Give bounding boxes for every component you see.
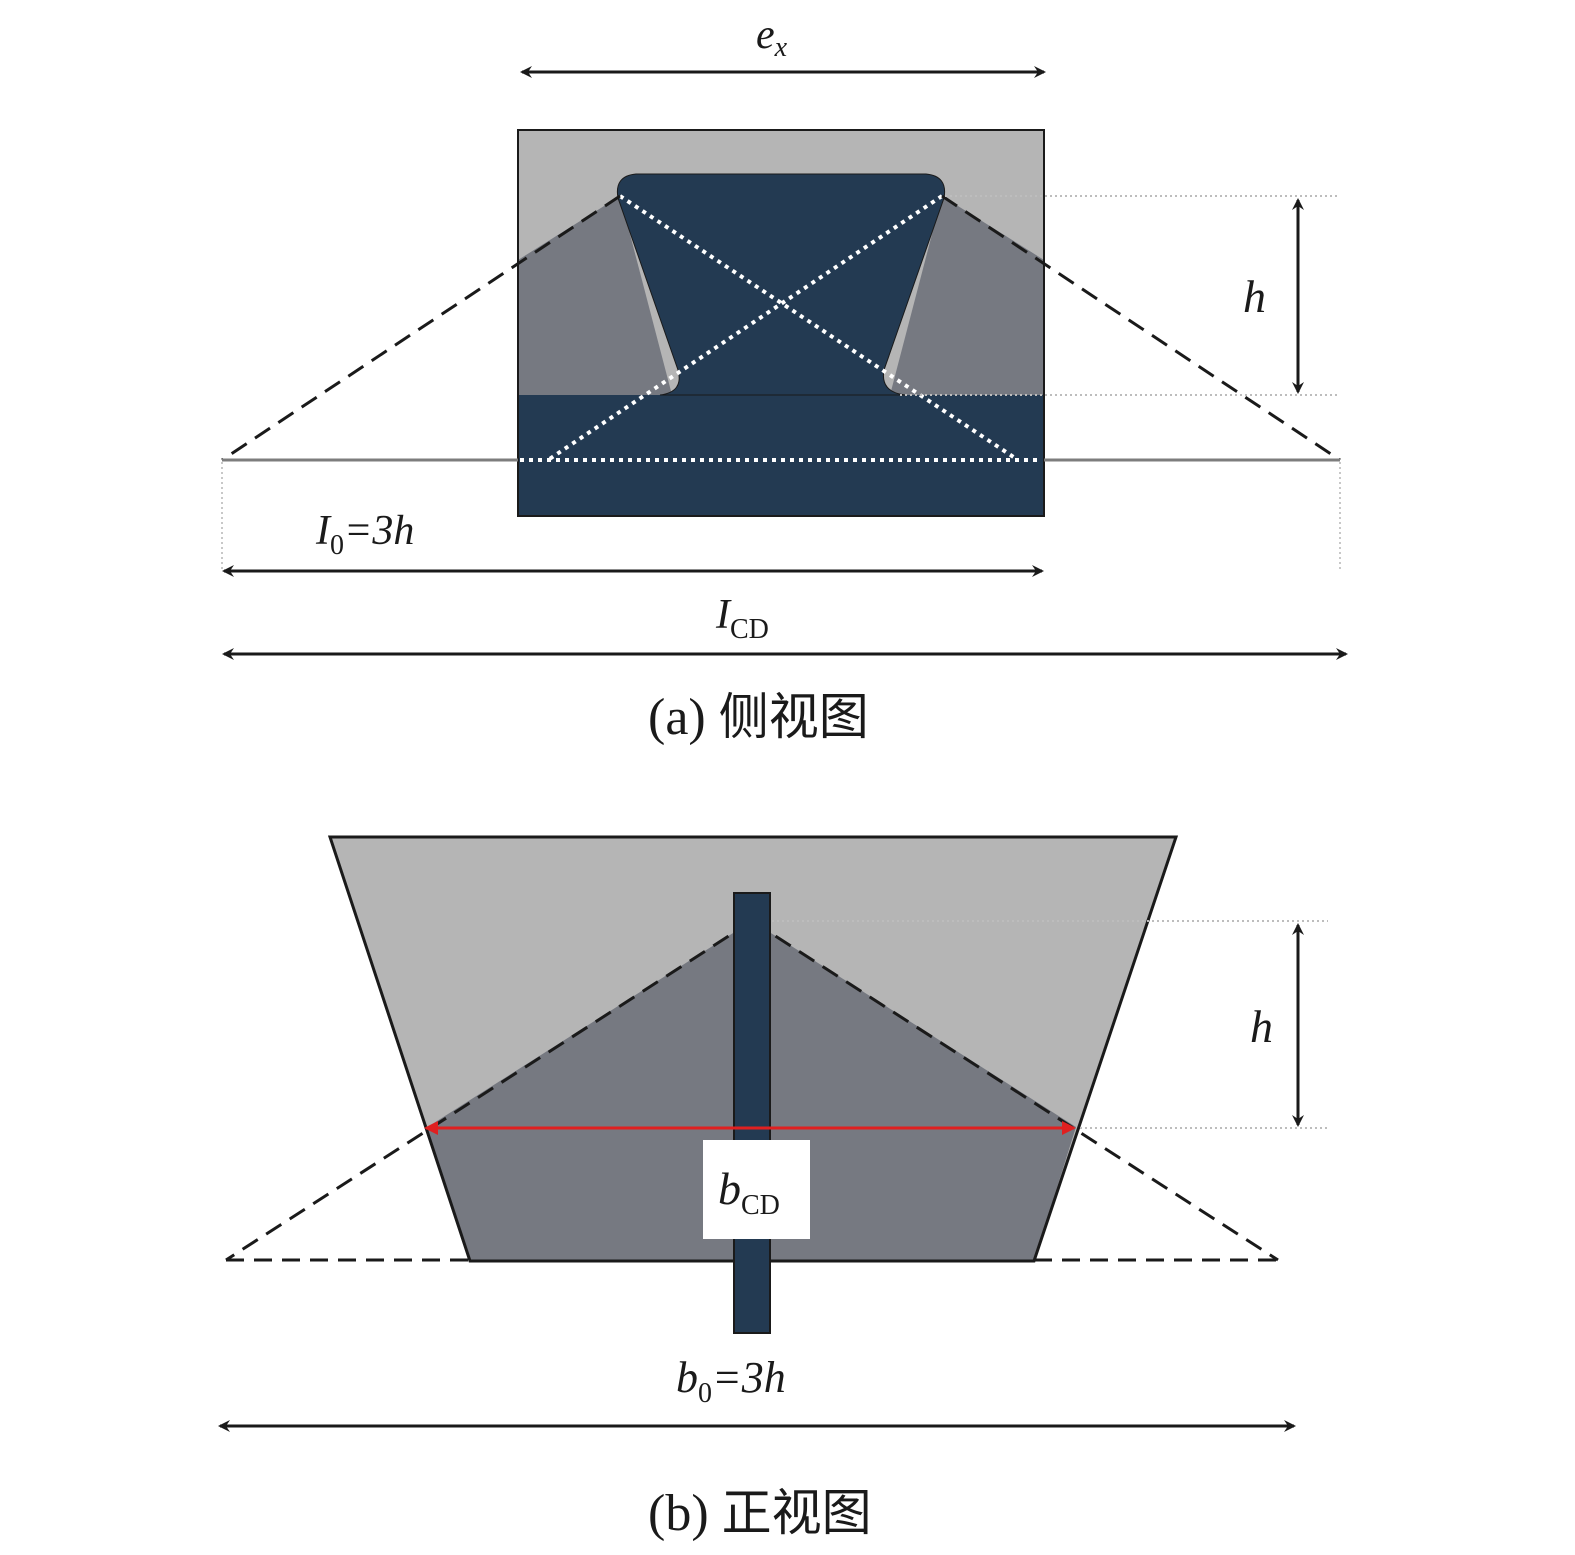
front-vertical-plate — [733, 892, 771, 1334]
front-view: bCD h b0=3h (b) 正视图 — [218, 835, 1328, 1542]
side-dotted-diagonal-1 — [618, 194, 1020, 462]
side-spread-zone-right — [890, 196, 1044, 395]
side-outer-border — [517, 129, 1045, 517]
caption-b: (b) 正视图 — [648, 1484, 872, 1542]
l0-label: I0=3h — [315, 508, 414, 561]
side-dashed-left — [221, 194, 621, 462]
front-dashed-left — [225, 919, 753, 1262]
bcd-label: bCD — [718, 1163, 780, 1221]
side-view: ex h I0=3h ICD — [221, 12, 1348, 746]
side-h-label: h — [1243, 271, 1266, 322]
side-dashed-right — [941, 194, 1341, 462]
front-dashed-right — [751, 919, 1279, 1262]
side-dark-slab — [518, 395, 1044, 516]
bcd-label-box — [703, 1140, 810, 1239]
b0-label: b0=3h — [676, 1353, 786, 1409]
side-dotted-diagonal-2 — [546, 194, 944, 462]
front-h-label: h — [1250, 1001, 1273, 1052]
caption-a: (a) 侧视图 — [648, 688, 869, 746]
side-spread-zone-left — [518, 196, 672, 395]
ex-label: ex — [756, 12, 788, 63]
lcd-label: ICD — [715, 592, 769, 645]
